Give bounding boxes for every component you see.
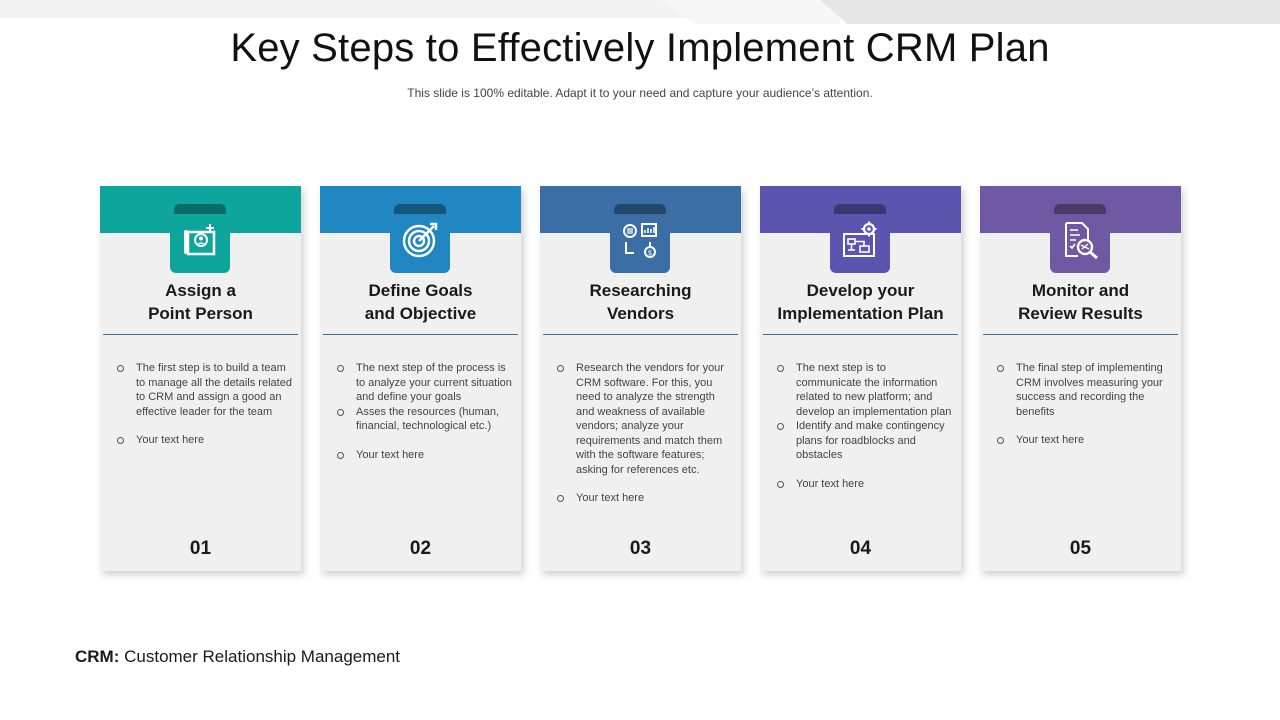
card-divider [763,334,958,335]
bullet-item: Your text here [994,433,1172,448]
step-number: 02 [409,538,432,559]
bullet-item: Your text here [554,491,732,506]
card-title: Researching Vendors [540,279,741,325]
card-divider [543,334,738,335]
bullet-item: The next step of the process is to analy… [334,361,512,405]
bullet-item: Asses the resources (human, financial, t… [334,405,512,434]
card-title-line-2: Review Results [1018,304,1143,323]
bullet-list: The first step is to build a team to man… [114,361,292,448]
step-number: 04 [849,538,872,559]
icon-box [170,204,230,273]
slide-subtitle: This slide is 100% editable. Adapt it to… [407,86,873,100]
research-icon: $ [623,223,657,258]
bullet-list: The next step of the process is to analy… [334,361,512,462]
bullet-list: Research the vendors for your CRM softwa… [554,361,732,506]
band-light [0,0,700,18]
card-title: Monitor and Review Results [980,279,1181,325]
bullet-list: The next step is to communicate the info… [774,361,952,491]
svg-text:$: $ [648,249,652,257]
footnote-definition: Customer Relationship Management [119,647,401,666]
card-title-line-1: Assign a [165,281,236,300]
card-title-line-2: and Objective [364,304,477,323]
plan-gear-icon [843,221,877,257]
step-card-4: Develop your Implementation Plan The nex… [760,186,961,571]
footnote: CRM: Customer Relationship Management [75,647,400,667]
card-title: Define Goals and Objective [320,279,521,325]
bullet-item: The first step is to build a team to man… [114,361,292,419]
document-magnifier-icon [1065,222,1098,260]
icon-box [390,204,450,273]
card-divider [323,334,518,335]
card-title-line-1: Researching [589,281,692,300]
step-card-5: Monitor and Review Results The final ste… [980,186,1181,571]
bullet-item: Research the vendors for your CRM softwa… [554,361,732,477]
bullet-item: Your text here [334,448,512,463]
top-decorative-band [0,0,1280,26]
step-card-2: Define Goals and Objective The next step… [320,186,521,571]
icon-box: $ [610,204,670,273]
bullet-item: The final step of implementing CRM invol… [994,361,1172,419]
step-card-1: Assign a Point Person The first step is … [100,186,301,571]
bullet-list: The final step of implementing CRM invol… [994,361,1172,448]
step-number: 05 [1069,538,1092,559]
bullet-item: Your text here [114,433,292,448]
card-title-line-2: Point Person [148,304,253,323]
card-title-line-2: Implementation Plan [777,304,944,323]
card-divider [983,334,1178,335]
band-gray [820,0,1280,24]
step-card-3: $ Researching Vendors Research the vendo… [540,186,741,571]
icon-box [830,204,890,273]
footnote-term: CRM: [75,647,120,666]
band-lighter [660,0,840,24]
card-divider [103,334,298,335]
bullet-item: The next step is to communicate the info… [774,361,952,419]
card-title-line-2: Vendors [606,304,675,323]
icon-box [1050,204,1110,273]
step-number: 01 [189,538,212,559]
card-title-line-1: Define Goals [368,281,473,300]
target-icon [402,222,438,258]
bullet-item: Your text here [774,477,952,492]
card-title: Assign a Point Person [100,279,301,325]
bullet-item: Identify and make contingency plans for … [774,419,952,463]
user-profile-icon [184,224,216,256]
card-title-line-1: Develop your [806,281,915,300]
card-title: Develop your Implementation Plan [760,279,961,325]
step-number: 03 [629,538,652,559]
slide-title: Key Steps to Effectively Implement CRM P… [230,26,1050,70]
card-title-line-1: Monitor and [1031,281,1130,300]
